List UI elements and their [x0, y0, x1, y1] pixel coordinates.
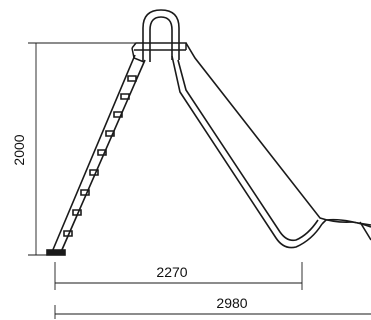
ladder-step	[80, 189, 90, 196]
height-dimension-label: 2000	[11, 134, 27, 165]
height-dimension	[28, 42, 140, 256]
ladder-base-label: 2270	[156, 264, 187, 280]
ladder-step	[127, 75, 137, 82]
ladder-step	[63, 230, 73, 237]
ladder-step	[89, 169, 99, 176]
overall-length-label: 2980	[216, 295, 247, 311]
ladder-step	[120, 93, 130, 100]
ladder-rail-back	[60, 59, 146, 253]
ladder-step	[105, 130, 115, 137]
handrail	[142, 9, 180, 62]
ladder-step	[113, 111, 123, 118]
slide-chute	[171, 42, 371, 249]
ladder-foot	[46, 249, 66, 256]
slide-platform	[131, 42, 187, 63]
ladder-step	[72, 209, 82, 216]
ladder-base-dimension	[54, 262, 303, 290]
ladder	[46, 54, 146, 256]
overall-length-dimension	[54, 305, 371, 319]
ladder-rail-front	[51, 54, 136, 253]
ladder-step	[97, 149, 107, 156]
